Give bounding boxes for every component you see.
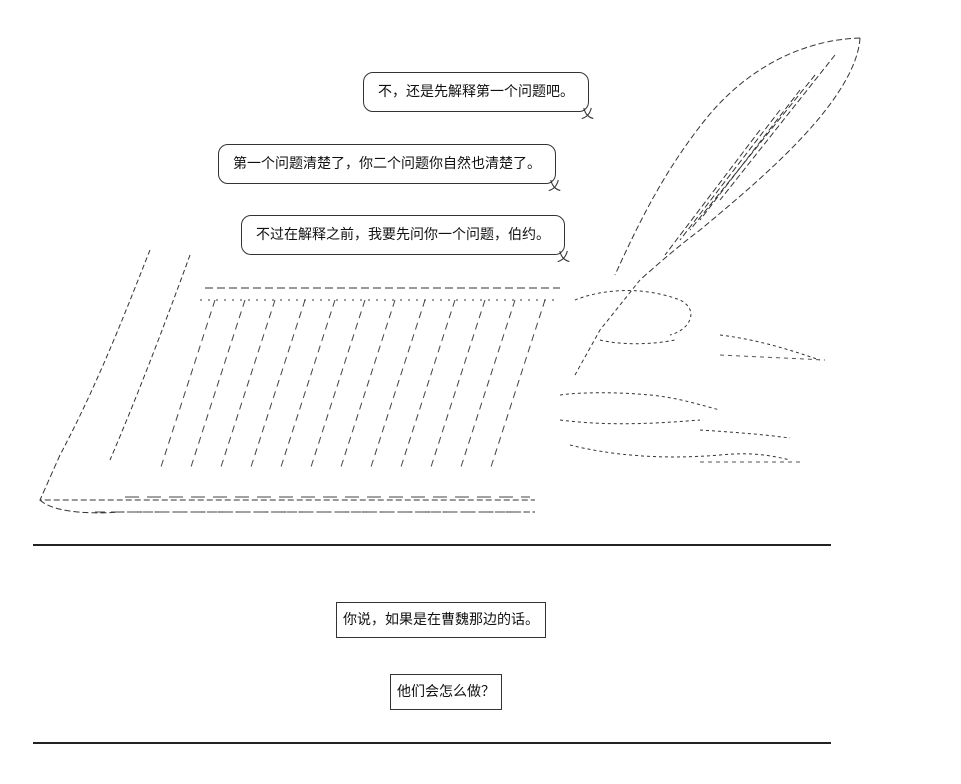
hand-icon xyxy=(559,290,821,461)
panel-divider-bottom xyxy=(33,742,831,744)
bamboo-scroll-icon xyxy=(39,249,560,514)
caption-box-1-text: 你说，如果是在曹魏那边的话。 xyxy=(343,612,539,628)
speech-bubble-2: 第一个问题清楚了，你二个问题你自然也清楚了。 乂 xyxy=(218,144,561,193)
caption-box-1: 你说，如果是在曹魏那边的话。 xyxy=(336,602,546,638)
caption-box-2-text: 他们会怎么做？ xyxy=(397,684,495,700)
bubble-tail-icon: 乂 xyxy=(547,179,561,194)
speech-bubble-1-text: 不，还是先解释第一个问题吧。 xyxy=(378,84,574,100)
speech-bubble-1: 不，还是先解释第一个问题吧。 乂 xyxy=(363,72,594,121)
caption-box-2: 他们会怎么做？ xyxy=(390,674,502,710)
desk-surface-lines xyxy=(700,354,826,463)
bubble-tail-icon: 乂 xyxy=(580,107,594,122)
quill-feather-icon xyxy=(614,37,861,281)
speech-bubble-3: 不过在解释之前，我要先问你一个问题，伯约。 乂 xyxy=(241,215,570,264)
speech-bubble-3-text: 不过在解释之前，我要先问你一个问题，伯约。 xyxy=(256,227,550,243)
speech-bubble-2-text: 第一个问题清楚了，你二个问题你自然也清楚了。 xyxy=(233,156,541,172)
panel-divider-top xyxy=(33,544,831,546)
bubble-tail-icon: 乂 xyxy=(556,250,570,265)
bamboo-slip-lines xyxy=(159,299,546,471)
scroll-binding-marks xyxy=(95,496,530,513)
quill-shaft-icon xyxy=(574,279,641,376)
